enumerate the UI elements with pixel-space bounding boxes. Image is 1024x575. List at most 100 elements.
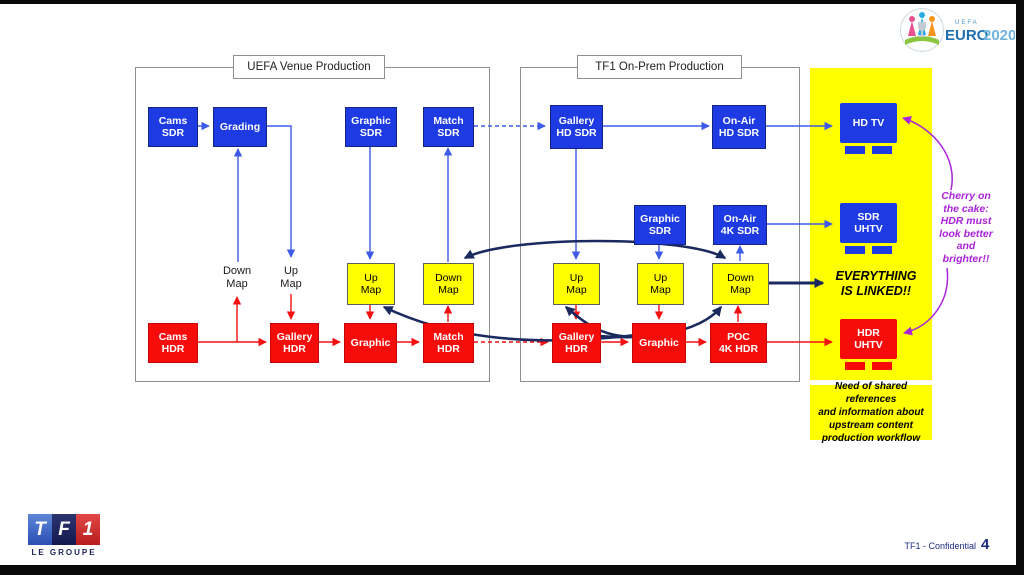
node-match-hdr: Match HDR (423, 323, 474, 363)
tf1-group-title: TF1 On-Prem Production (577, 55, 742, 79)
label-line: SDR (161, 127, 185, 139)
tv-stand (840, 246, 897, 254)
note-line: and information about (818, 407, 924, 418)
uefa-group-title: UEFA Venue Production (233, 55, 385, 79)
tf1-logo-1: 1 (76, 514, 100, 545)
node-graphic-tf1: Graphic (632, 323, 686, 363)
node-cams-hdr: Cams HDR (148, 323, 198, 363)
logo-year-text: 2020 (983, 27, 1015, 44)
label-line: Gallery (558, 114, 595, 127)
node-cams-sdr: Cams SDR (148, 107, 198, 147)
tv-screen: HD TV (840, 103, 897, 143)
label-line: Cams (158, 330, 188, 343)
label-line: Map (650, 284, 671, 296)
label-line: Graphic (639, 336, 679, 349)
label-line: Map (566, 284, 587, 296)
note-box: Need of shared references and informatio… (810, 381, 932, 444)
label-line: EVERYTHING (835, 269, 917, 283)
label-line: Up (569, 271, 584, 284)
tv-screen: SDR UHTV (840, 203, 897, 243)
label-line: Graphic (640, 212, 680, 225)
label-line: SDR (857, 211, 880, 223)
note-line: upstream content (829, 420, 913, 431)
label-line: 4K HDR (718, 343, 759, 355)
label-up-map: Up Map (269, 265, 313, 291)
logo-trophy (918, 22, 926, 37)
node-gallery-hdr-uefa: Gallery HDR (270, 323, 319, 363)
note-line: Need of shared references (834, 381, 908, 405)
node-up-map-uefa: Up Map (347, 263, 395, 305)
node-onair-hd-sdr: On-Air HD SDR (712, 105, 766, 149)
note-line: production workflow (821, 433, 921, 444)
tv-screen: HDR UHTV (840, 319, 897, 359)
node-graphic-uefa: Graphic (344, 323, 397, 363)
label-line: On-Air (722, 114, 756, 127)
label-line: brighter!! (942, 252, 990, 265)
footer-confidential: TF1 - Confidential (904, 541, 976, 551)
label-line: Gallery (276, 330, 313, 343)
label-line: Down (435, 271, 462, 284)
logo-euro-text: EURO (945, 27, 989, 44)
sdr-uhtv-icon: SDR UHTV (840, 203, 897, 254)
label-down-map: Down Map (215, 265, 259, 291)
label-line: POC (727, 330, 750, 343)
label: TF1 On-Prem Production (595, 61, 724, 73)
label-line: look better (939, 227, 993, 240)
logo-uefa-text: UEFA (955, 20, 979, 26)
cherry-annotation: Cherry on the cake: HDR must look better… (936, 190, 996, 265)
label-line: On-Air (723, 212, 757, 225)
label-line: HDR must (940, 215, 992, 227)
label-line: Map (438, 284, 459, 296)
label-line: Map (360, 284, 382, 296)
label-line: Map (280, 278, 302, 290)
label-line: UHTV (854, 339, 883, 351)
label-line: the cake: (943, 202, 989, 215)
node-down-map-uefa: Down Map (423, 263, 474, 305)
label-line: Map (226, 278, 248, 290)
label-line: and (956, 240, 976, 252)
bottom-black-bar (0, 565, 1024, 575)
label-line: Grading (219, 120, 261, 133)
label-line: HD SDR (718, 127, 760, 139)
label-line: Match (433, 114, 464, 127)
tv-stand (840, 146, 897, 154)
hdr-uhtv-icon: HDR UHTV (840, 319, 897, 370)
label-line: Down (222, 265, 252, 277)
right-black-bar (1016, 0, 1024, 575)
label-line: UHTV (854, 223, 883, 235)
everything-linked-text: EVERYTHING IS LINKED!! (822, 269, 930, 299)
euro2020-logo: UEFA EURO 2020 (900, 8, 1015, 52)
tf1-logo-tagline: LE GROUPE (31, 548, 97, 557)
label-line: Match (433, 330, 464, 343)
node-onair-4k-sdr: On-Air 4K SDR (713, 205, 767, 245)
node-up-map-1-tf1: Up Map (553, 263, 600, 305)
node-grading: Grading (213, 107, 267, 147)
label-line: Gallery (558, 330, 595, 343)
label-line: 1 (82, 518, 94, 540)
node-gallery-hdr-tf1: Gallery HDR (552, 323, 601, 363)
label-line: 4K SDR (720, 225, 760, 237)
hd-tv-icon: HD TV (840, 103, 897, 154)
label-line: HDR (565, 343, 588, 355)
tf1-logo: T F 1 LE GROUPE (28, 514, 100, 557)
node-match-sdr: Match SDR (423, 107, 474, 147)
node-gallery-hd-sdr: Gallery HD SDR (550, 105, 603, 149)
label-line: T (34, 518, 46, 540)
logo-bridge (905, 36, 939, 45)
label-line: HDR (437, 343, 460, 355)
label-line: Graphic (351, 114, 391, 127)
label-line: HDR (283, 343, 306, 355)
tf1-logo-f: F (52, 514, 76, 545)
label-line: SDR (648, 225, 672, 237)
label-line: Cams (158, 114, 188, 127)
node-up-map-2-tf1: Up Map (637, 263, 684, 305)
label-line: Up (364, 271, 378, 284)
node-graphic-sdr-tf1: Graphic SDR (634, 205, 686, 245)
label-line: HD SDR (556, 127, 597, 139)
label-line: Cherry on (941, 190, 991, 202)
tf1-logo-t: T (28, 514, 52, 545)
node-graphic-sdr-uefa: Graphic SDR (345, 107, 397, 147)
tv-stand (840, 362, 897, 370)
